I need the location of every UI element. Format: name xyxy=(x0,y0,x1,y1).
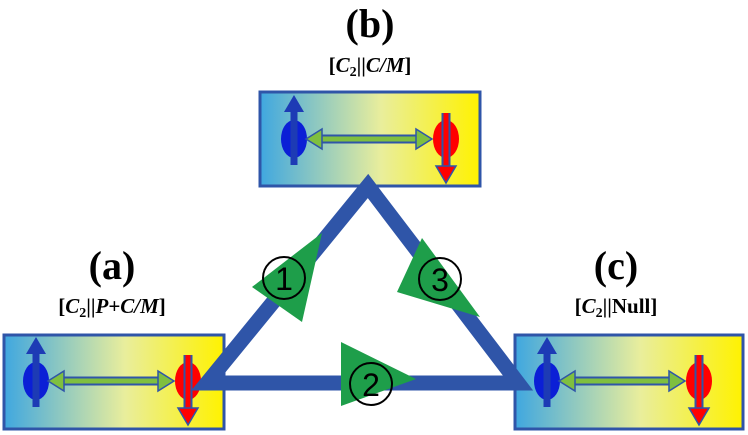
step-3-number: 3 xyxy=(431,262,449,298)
step-1-circle xyxy=(262,256,306,300)
label-separator: || xyxy=(602,294,612,318)
panel-a-letter: (a) xyxy=(88,243,136,288)
panel-b-box xyxy=(258,90,482,188)
panel-b-letter: (b) xyxy=(345,1,395,46)
step-1-number: 1 xyxy=(275,261,293,297)
step-2-arrow-icon xyxy=(341,342,416,406)
label-open: [ xyxy=(328,53,336,77)
panel-b-label: [C2||C/M] xyxy=(270,55,470,80)
label-open: [ xyxy=(58,294,66,318)
step-2-marker: 2 xyxy=(341,342,416,406)
label-subscript: 2 xyxy=(79,306,87,321)
step-2-number: 2 xyxy=(362,367,380,403)
step-3-marker: 3 xyxy=(397,238,480,317)
label-symbol: C xyxy=(335,53,350,77)
step-3-arrow-icon xyxy=(397,238,480,317)
label-operation: Null xyxy=(611,294,651,318)
label-operation: C/M xyxy=(365,53,405,77)
label-close: ] xyxy=(650,294,658,318)
panel-a-label: [C2||P+C/M] xyxy=(12,296,212,321)
label-subscript: 2 xyxy=(595,306,603,321)
panel-c-box xyxy=(513,335,745,431)
label-close: ] xyxy=(158,294,166,318)
panel-c-label: [C2||Null] xyxy=(516,296,716,321)
panel-a-box xyxy=(2,335,226,431)
label-close: ] xyxy=(404,53,412,77)
step-2-circle xyxy=(349,362,393,406)
label-open: [ xyxy=(574,294,582,318)
step-1-arrow-icon xyxy=(252,233,322,322)
label-operation: P+C/M xyxy=(95,294,159,318)
label-separator: || xyxy=(86,294,96,318)
step-1-marker: 1 xyxy=(252,233,322,322)
panel-c-letter: (c) xyxy=(593,243,639,288)
label-separator: || xyxy=(356,53,366,77)
label-symbol: C xyxy=(581,294,596,318)
label-symbol: C xyxy=(65,294,80,318)
label-subscript: 2 xyxy=(349,65,357,80)
step-3-circle xyxy=(418,257,462,301)
